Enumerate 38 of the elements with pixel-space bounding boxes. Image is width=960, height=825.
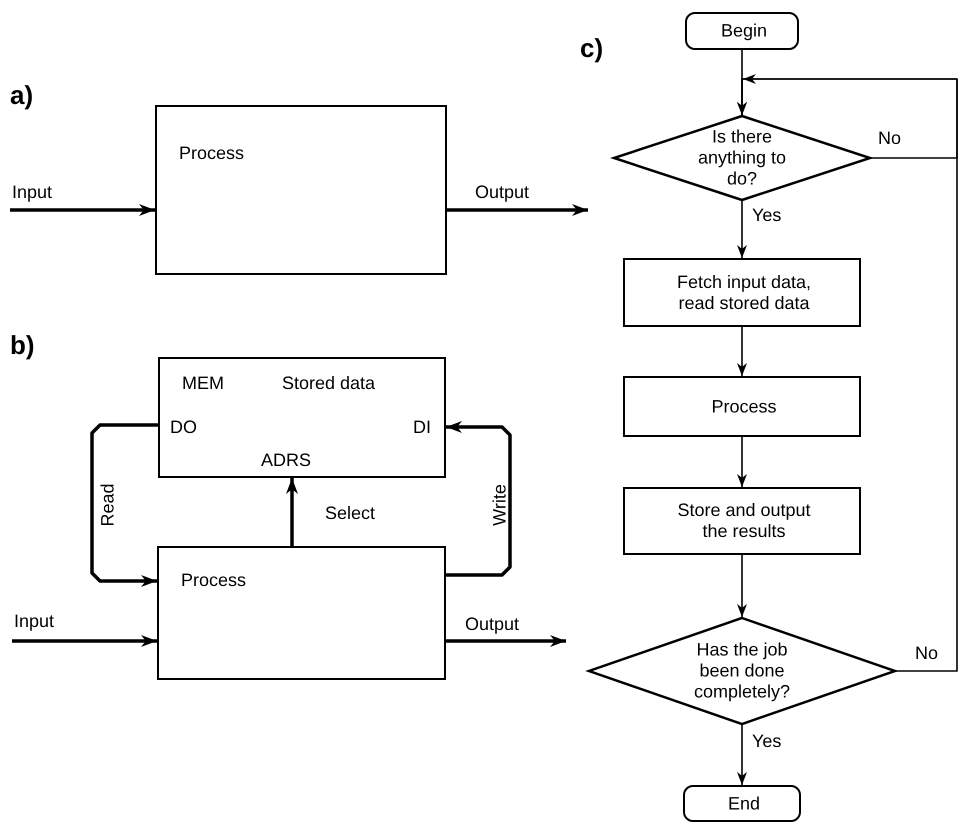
- process-box: [623, 376, 861, 437]
- step-text: End: [728, 793, 760, 814]
- port-label: ADRS: [261, 450, 312, 471]
- panel-label: c): [580, 33, 604, 63]
- edge-label: Write: [490, 484, 510, 526]
- edge-label: Select: [325, 503, 376, 524]
- edge-label: Input: [12, 182, 52, 203]
- edge-label: Input: [14, 611, 54, 632]
- decision-text: Has the job been done completely?: [692, 640, 792, 702]
- decision-diamond: [613, 115, 871, 201]
- port-label: DO: [170, 417, 197, 438]
- step-text: Begin: [720, 20, 768, 42]
- port-label: DI: [413, 417, 431, 438]
- edge-label: No: [915, 643, 938, 664]
- terminal-box: [683, 785, 801, 822]
- panel-label: b): [10, 330, 35, 360]
- step-text: Process: [711, 396, 777, 417]
- edge-label: Output: [475, 182, 530, 203]
- edge-label: No: [878, 128, 902, 149]
- process-box: [157, 546, 446, 680]
- memory-label: MEM: [182, 373, 224, 394]
- process-box: [623, 487, 861, 555]
- box-title: Stored data: [282, 373, 376, 394]
- decision-diamond: [588, 617, 896, 725]
- process-box: [623, 258, 861, 327]
- terminal-box: [685, 12, 799, 50]
- memory-box: [158, 357, 446, 478]
- process-box: [155, 105, 447, 275]
- edge-label: Yes: [752, 205, 782, 226]
- decision-text: Is there anything to do?: [696, 126, 788, 190]
- step-text: Fetch input data, read stored data: [676, 272, 812, 314]
- process-label: Process: [181, 570, 246, 591]
- panel-label: a): [10, 80, 34, 110]
- edge-label: Yes: [752, 731, 782, 752]
- edge-label: Read: [98, 483, 118, 527]
- edge-label: Output: [465, 614, 520, 635]
- step-text: Store and output the results: [676, 500, 812, 542]
- process-label: Process: [179, 143, 244, 164]
